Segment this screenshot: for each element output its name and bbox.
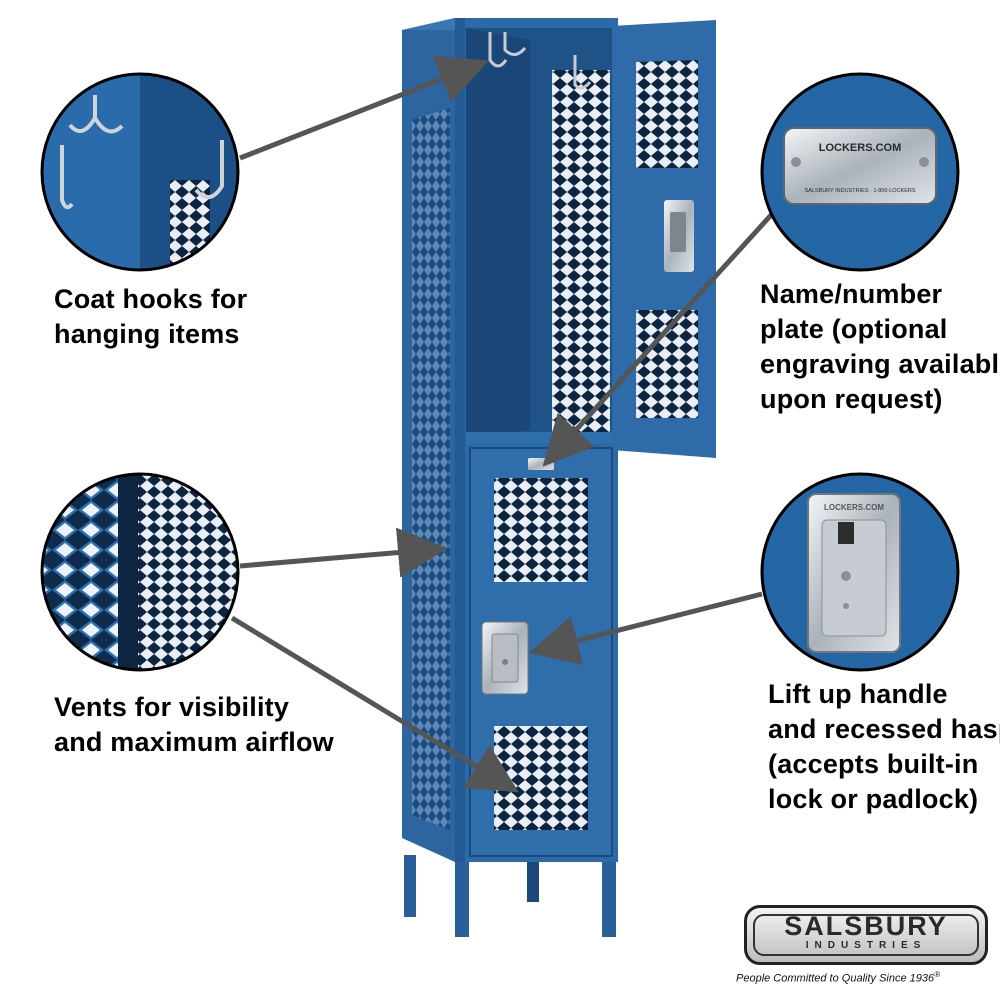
- hooks-detail-circle: [40, 72, 240, 272]
- hasp-text: LOCKERS.COM: [824, 503, 884, 512]
- hooks-caption: Coat hooks for hanging items: [54, 282, 247, 352]
- plate-detail-circle: [760, 72, 960, 272]
- handle-caption-line1: Lift up handle: [768, 679, 948, 709]
- plate-caption-line4: upon request): [760, 384, 943, 414]
- hooks-caption-line2: hanging items: [54, 319, 240, 349]
- logo-frame: [753, 914, 979, 956]
- handle-caption-line2: and recessed hasp: [768, 714, 1000, 744]
- logo-name: SALSBURY: [784, 911, 948, 941]
- plate-caption-line2: plate (optional: [760, 314, 948, 344]
- salsbury-logo: SALSBURY INDUSTRIES: [744, 905, 988, 965]
- plate-text-bottom: SALSBURY INDUSTRIES · 1-800-LOCKERS: [804, 188, 915, 194]
- handle-caption-line4: lock or padlock): [768, 784, 979, 814]
- registered-mark: ®: [934, 970, 941, 979]
- plate-arrow: [542, 212, 774, 467]
- tagline-text: People Committed to Quality Since 1936: [736, 972, 935, 985]
- callout-arrows: [230, 55, 774, 793]
- plate-text-top: LOCKERS.COM: [819, 142, 902, 154]
- handle-detail-circle: [760, 472, 960, 672]
- vents-caption: Vents for visibility and maximum airflow: [54, 690, 334, 760]
- plate-caption-line3: engraving available: [760, 349, 1000, 379]
- vents-arrow-side: [239, 527, 448, 578]
- plate-caption: Name/number plate (optional engraving av…: [760, 277, 1000, 417]
- locker: [402, 18, 716, 937]
- vents-detail-circle: [40, 472, 240, 672]
- handle-caption-line3: (accepts built-in: [768, 749, 979, 779]
- vents-caption-line1: Vents for visibility: [54, 692, 290, 722]
- plate-caption-line1: Name/number: [760, 279, 943, 309]
- vents-arrow-door: [230, 615, 520, 793]
- logo-subtitle: INDUSTRIES: [805, 940, 927, 951]
- hooks-caption-line1: Coat hooks for: [54, 284, 248, 314]
- handle-arrow: [528, 591, 763, 665]
- hooks-arrow: [239, 55, 489, 161]
- brand-tagline: People Committed to Quality Since 1936®: [736, 970, 996, 985]
- vents-caption-line2: and maximum airflow: [54, 727, 334, 757]
- handle-caption: Lift up handle and recessed hasp (accept…: [768, 677, 1000, 817]
